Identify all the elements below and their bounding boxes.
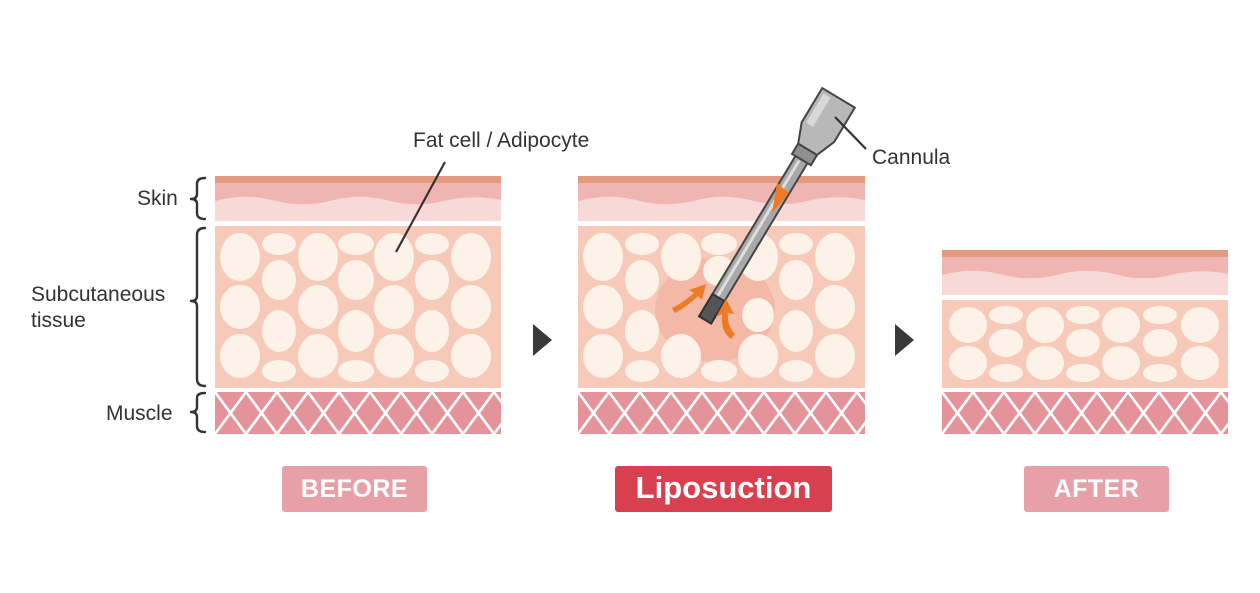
suction-arrows <box>672 183 789 339</box>
subcutaneous-fat-layer <box>215 226 501 388</box>
suction-arrow-icon <box>716 299 735 339</box>
muscle-layer <box>578 392 865 434</box>
panel-after <box>942 250 1228 434</box>
suction-arrow-icon <box>672 284 706 313</box>
skin-layer <box>578 176 865 221</box>
skin-bracket <box>189 176 207 221</box>
subcutaneous-label-line1: Subcutaneous <box>31 283 166 306</box>
muscle-layer <box>215 392 501 434</box>
arrow-right-icon <box>533 324 552 356</box>
skin-label: Skin <box>137 187 178 210</box>
after-badge: AFTER <box>1024 466 1169 512</box>
subcutaneous-fat-layer <box>578 226 865 388</box>
muscle-bracket <box>189 391 207 434</box>
suction-arrow-icon <box>772 183 789 213</box>
fat-cell-pointer-line <box>395 161 446 253</box>
cannula-label: Cannula <box>872 146 951 169</box>
arrow-right-icon <box>895 324 914 356</box>
subcutaneous-label-line2: tissue <box>31 309 86 332</box>
skin-layer <box>215 176 501 221</box>
layer-brackets <box>189 176 207 434</box>
muscle-label: Muscle <box>106 402 173 425</box>
skin-layer <box>942 250 1228 295</box>
cannula-pointer-line <box>834 116 867 150</box>
muscle-layer <box>942 392 1228 434</box>
panel-before <box>215 176 501 434</box>
panel-liposuction <box>578 86 867 434</box>
liposuction-badge: Liposuction <box>615 466 832 512</box>
subcutaneous-fat-layer <box>942 300 1228 388</box>
before-badge: BEFORE <box>282 466 427 512</box>
fat-cell-label: Fat cell / Adipocyte <box>413 129 590 152</box>
subcutaneous-bracket <box>189 226 207 388</box>
